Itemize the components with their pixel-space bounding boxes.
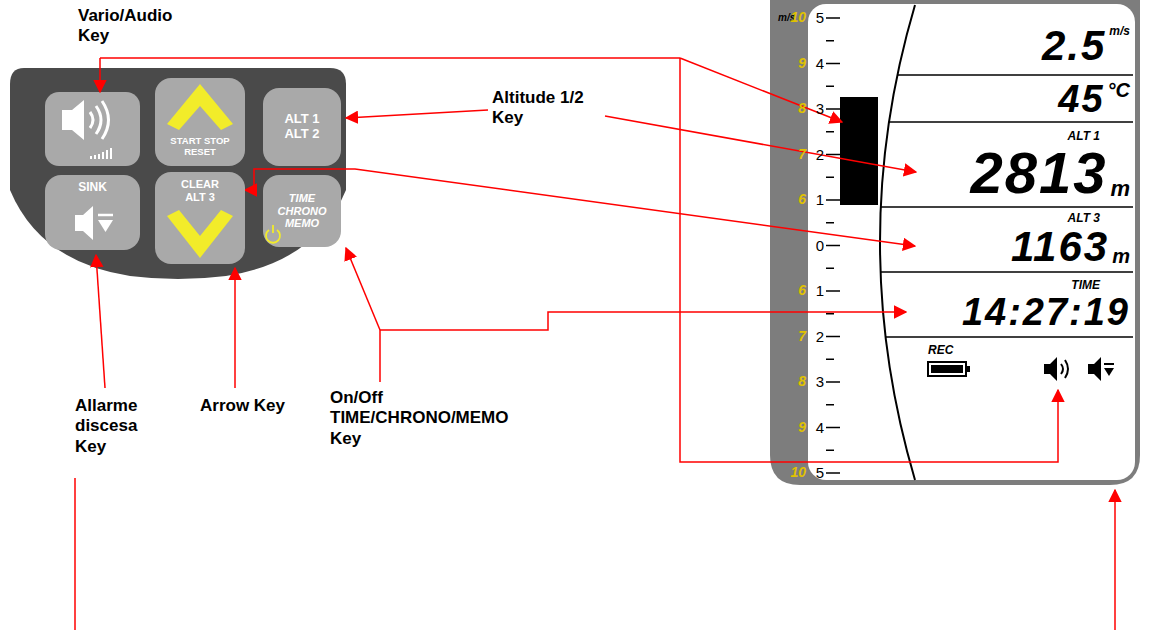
altitude-3-readout: ALT 3 1163m [915, 210, 1130, 270]
field-label: ALT 1 [1068, 130, 1100, 142]
field-label: ALT 3 [1068, 212, 1100, 224]
time-readout: TIME 14:27:19 [915, 276, 1130, 334]
scale-number: 3 [810, 373, 824, 391]
altitude-key: ALT 1 ALT 2 [263, 88, 341, 166]
altitude-1-readout: ALT 1 2813m [915, 128, 1130, 204]
key-text: START STOP RESET [160, 136, 240, 158]
key-text: TIME CHRONO MEMO [271, 192, 333, 230]
scale-number: 4 [810, 419, 824, 437]
callout-label: Altitude 1/2 Key [492, 88, 600, 129]
scale-number: 5 [810, 464, 824, 482]
readout-unit: m [1112, 246, 1130, 266]
scale-number: 5 [810, 9, 824, 27]
readout-row: 2813m [970, 144, 1130, 202]
readout-value: 45 [1058, 80, 1104, 118]
scale-number: 9 [780, 419, 806, 436]
readout-value: 2813 [970, 144, 1107, 202]
audio-icon [1044, 357, 1068, 381]
vario-bar [840, 97, 878, 205]
vario-key [45, 92, 140, 166]
scale-number: 4 [810, 55, 824, 73]
scale-number: 10 [780, 9, 806, 26]
callout-label: On/Off TIME/CHRONO/MEMO Key [330, 388, 518, 449]
scale-number: 1 [810, 191, 824, 209]
clear-alt3-key: CLEAR ALT 3 [155, 172, 245, 264]
readout-row: 14:27:19 [962, 293, 1130, 331]
key-text: SINK [58, 181, 128, 195]
lcd-screen [808, 4, 1135, 480]
scale-number: 6 [780, 282, 806, 299]
key-text: ALT 1 ALT 2 [278, 112, 326, 142]
scale-number: 7 [780, 328, 806, 345]
readout-row: 45°C [1058, 80, 1130, 118]
leader-lines [75, 58, 1115, 630]
callout-label: Arrow Key [200, 396, 290, 416]
readout-unit: m/s [1109, 25, 1130, 37]
time-key: TIME CHRONO MEMO [263, 175, 341, 247]
scale-number: 6 [780, 191, 806, 208]
scale-number: 8 [780, 373, 806, 390]
start-stop-key: START STOP RESET [155, 78, 245, 166]
callout-label: Allarme discesa Key [75, 396, 165, 457]
sink-key: SINK [45, 175, 140, 250]
leader-connector [245, 169, 915, 246]
scale-number: 9 [780, 55, 806, 72]
field-label: TIME [1071, 279, 1100, 291]
vario-readout: 2.5m/s [925, 20, 1130, 72]
scale-number: 10 [780, 464, 806, 481]
temperature-readout: 45°C [925, 78, 1130, 120]
speaker-icon [62, 100, 112, 159]
scale-number: 3 [810, 100, 824, 118]
scale-number: 2 [810, 146, 824, 164]
readout-row: 2.5m/s [1042, 25, 1130, 67]
readout-value: 14:27:19 [962, 293, 1130, 331]
scale-number: 0 [810, 237, 824, 255]
lcd-dividers [880, 75, 1133, 337]
scale-number: 8 [780, 100, 806, 117]
readout-value: 1163 [1011, 226, 1109, 268]
callout-label: Vario/Audio Key [78, 6, 196, 47]
indicator-text: REC [928, 344, 953, 356]
scale-number: 1 [810, 282, 824, 300]
scale-number: 7 [780, 146, 806, 163]
readout-unit: m [1110, 178, 1130, 200]
key-text: CLEAR ALT 3 [174, 178, 226, 203]
sink-icon [1088, 357, 1114, 381]
display-bezel [770, 0, 1140, 485]
scale-ticks [826, 18, 840, 473]
readout-unit: °C [1108, 80, 1130, 100]
scale-number: 2 [810, 328, 824, 346]
lcd-curve [880, 5, 915, 480]
rec-indicator: REC [928, 340, 988, 360]
battery-icon [928, 362, 970, 376]
readout-row: 1163m [1011, 226, 1130, 268]
readout-value: 2.5 [1042, 25, 1106, 67]
keypad-body [10, 68, 346, 279]
